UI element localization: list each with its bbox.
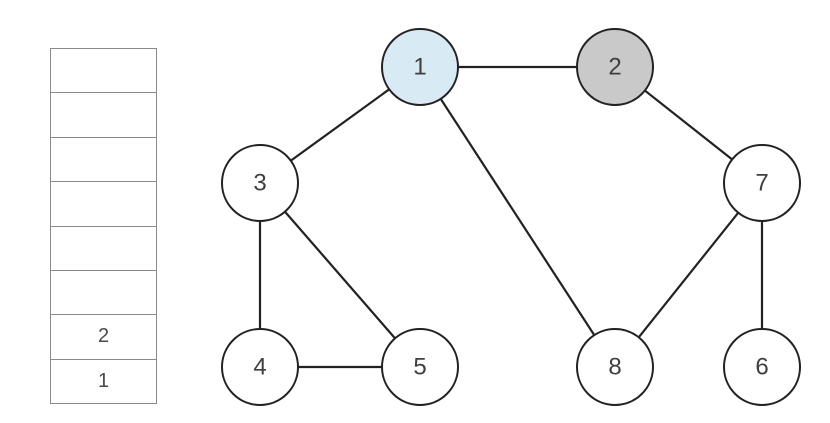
node-circle [381, 328, 459, 406]
graph-edge-1-8 [419, 66, 616, 368]
node-circle [723, 144, 801, 222]
stack-cell: 1 [51, 358, 156, 403]
node-label: 6 [755, 354, 768, 381]
node-circle [723, 328, 801, 406]
node-label: 1 [413, 54, 426, 81]
node-label: 5 [413, 354, 426, 381]
graph-node-5: 5 [381, 328, 459, 406]
stack-cell [51, 92, 156, 136]
node-label: 4 [253, 354, 266, 381]
node-circle [221, 144, 299, 222]
stack-cell [51, 269, 156, 314]
node-circle [576, 328, 654, 406]
node-circle [221, 328, 299, 406]
graph-node-1: 1 [381, 28, 459, 106]
stack-cell: 2 [51, 314, 156, 358]
graph-node-2: 2 [576, 28, 654, 106]
node-label: 2 [608, 54, 621, 81]
stack-cell [51, 181, 156, 225]
graph-edge-7-8 [614, 182, 763, 368]
stack-cell [51, 136, 156, 181]
graph-node-7: 7 [723, 144, 801, 222]
stack-cell [51, 225, 156, 270]
graph-node-4: 4 [221, 328, 299, 406]
graph-node-6: 6 [723, 328, 801, 406]
graph-node-3: 3 [221, 144, 299, 222]
node-circle [576, 28, 654, 106]
node-label: 7 [755, 170, 768, 197]
node-label: 8 [608, 354, 621, 381]
node-circle [381, 28, 459, 106]
graph-node-8: 8 [576, 328, 654, 406]
node-label: 3 [253, 170, 266, 197]
graph-edge-3-5 [259, 182, 421, 368]
